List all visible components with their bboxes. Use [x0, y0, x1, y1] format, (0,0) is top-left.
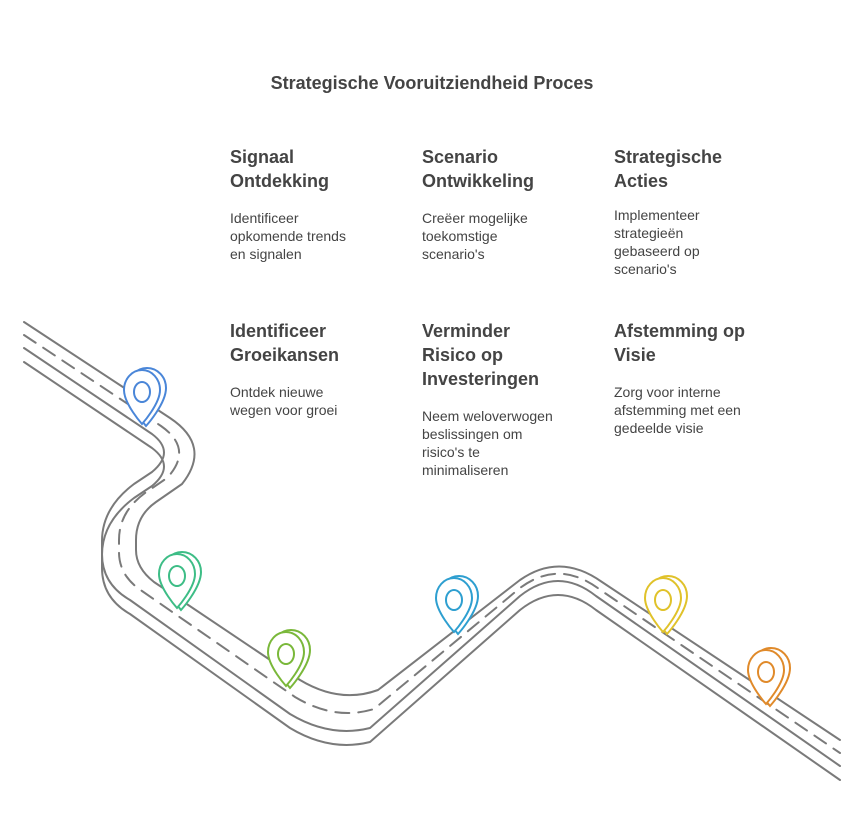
- step-description: Creëer mogelijke toekomstige scenario's: [422, 210, 528, 262]
- step-strategische-acties: Strategische Acties Implementeer strateg…: [614, 145, 784, 278]
- road-lower-edge: [23, 347, 841, 767]
- step-title: Scenario Ontwikkeling: [422, 147, 535, 191]
- road-center-line: [23, 334, 841, 754]
- step-title: Signaal Ontdekking: [230, 147, 330, 191]
- step-description: Ontdek nieuwe wegen voor groei: [230, 384, 338, 418]
- step-description: Identificeer opkomende trends en signale…: [230, 210, 346, 262]
- step-identificeer-groeikansen: Identificeer Groeikansen Ontdek nieuwe w…: [230, 319, 400, 419]
- location-pin-icon: [434, 575, 480, 636]
- step-verminder-risico: Verminder Risico op Investeringen Neem w…: [422, 319, 592, 479]
- location-pin-icon: [266, 629, 312, 690]
- location-pin-icon: [643, 575, 689, 636]
- location-pin-icon: [157, 551, 203, 612]
- page-title: Strategische Vooruitziendheid Proces: [270, 73, 594, 93]
- location-pin-icon: [122, 367, 168, 428]
- step-signaal-ontdekking: Signaal Ontdekking Identificeer opkomend…: [230, 145, 400, 263]
- step-afstemming-op-visie: Afstemming op Visie Zorg voor interne af…: [614, 319, 784, 437]
- road-underside-edge: [23, 361, 841, 781]
- step-description: Zorg voor interne afstemming met een ged…: [614, 384, 741, 436]
- location-pin-icon: [746, 647, 792, 708]
- step-description: Neem weloverwogen beslissingen om risico…: [422, 408, 553, 478]
- step-scenario-ontwikkeling: Scenario Ontwikkeling Creëer mogelijke t…: [422, 145, 592, 263]
- road-upper-edge: [23, 321, 841, 741]
- step-description: Implementeer strategieën gebaseerd op sc…: [614, 207, 700, 277]
- step-title: Strategische Acties: [614, 147, 723, 191]
- road: [23, 321, 841, 781]
- step-title: Verminder Risico op Investeringen: [422, 321, 540, 389]
- step-title: Identificeer Groeikansen: [230, 321, 340, 365]
- step-title: Afstemming op Visie: [614, 321, 746, 365]
